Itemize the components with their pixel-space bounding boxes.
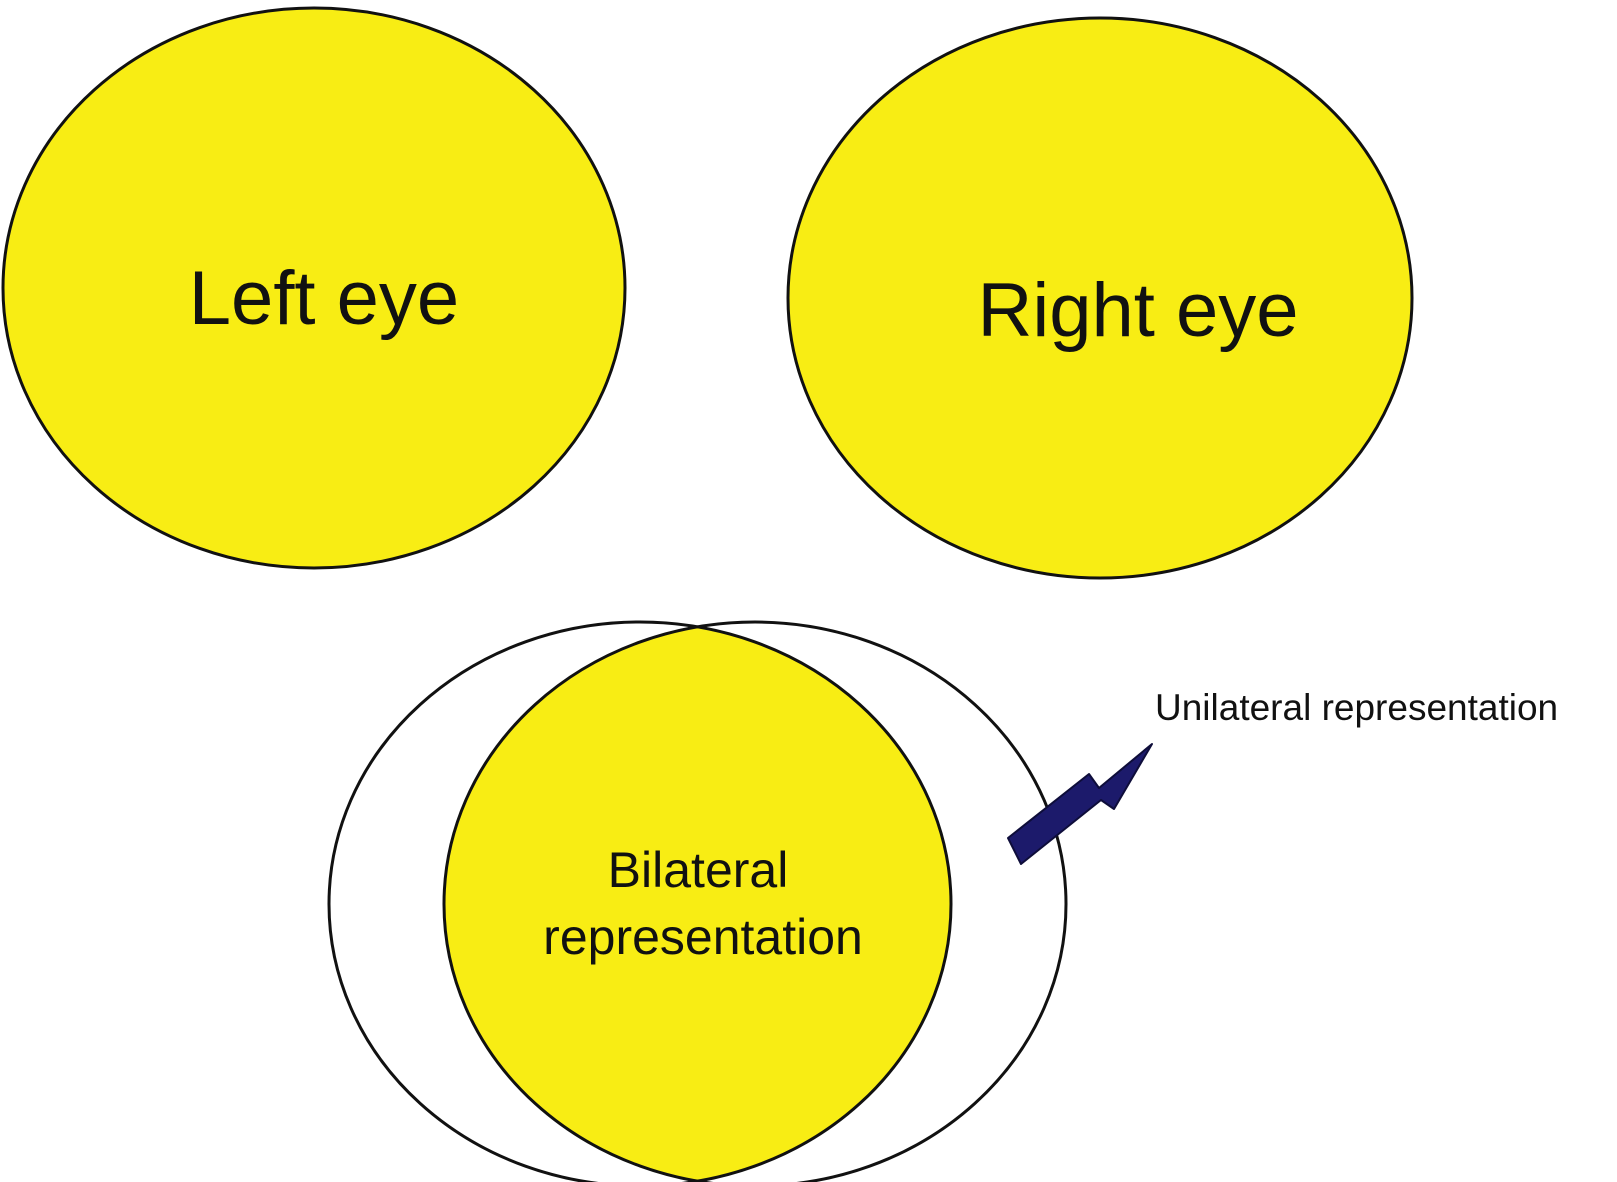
bilateral-label-line1: Bilateral	[608, 842, 789, 898]
right-eye-field-outline	[442, 620, 1068, 1182]
right-eye-field	[786, 16, 1414, 580]
left-eye-field-outline	[327, 620, 953, 1182]
left-eye-field	[1, 6, 627, 570]
bilateral-label-line2: representation	[543, 909, 863, 965]
right-eye-label: Right eye	[977, 268, 1298, 353]
left-eye-label: Left eye	[189, 256, 459, 341]
pointer-arrow-icon	[1007, 743, 1153, 865]
binocular-overlap-region	[444, 622, 951, 1182]
unilateral-label: Unilateral representation	[1155, 687, 1558, 728]
